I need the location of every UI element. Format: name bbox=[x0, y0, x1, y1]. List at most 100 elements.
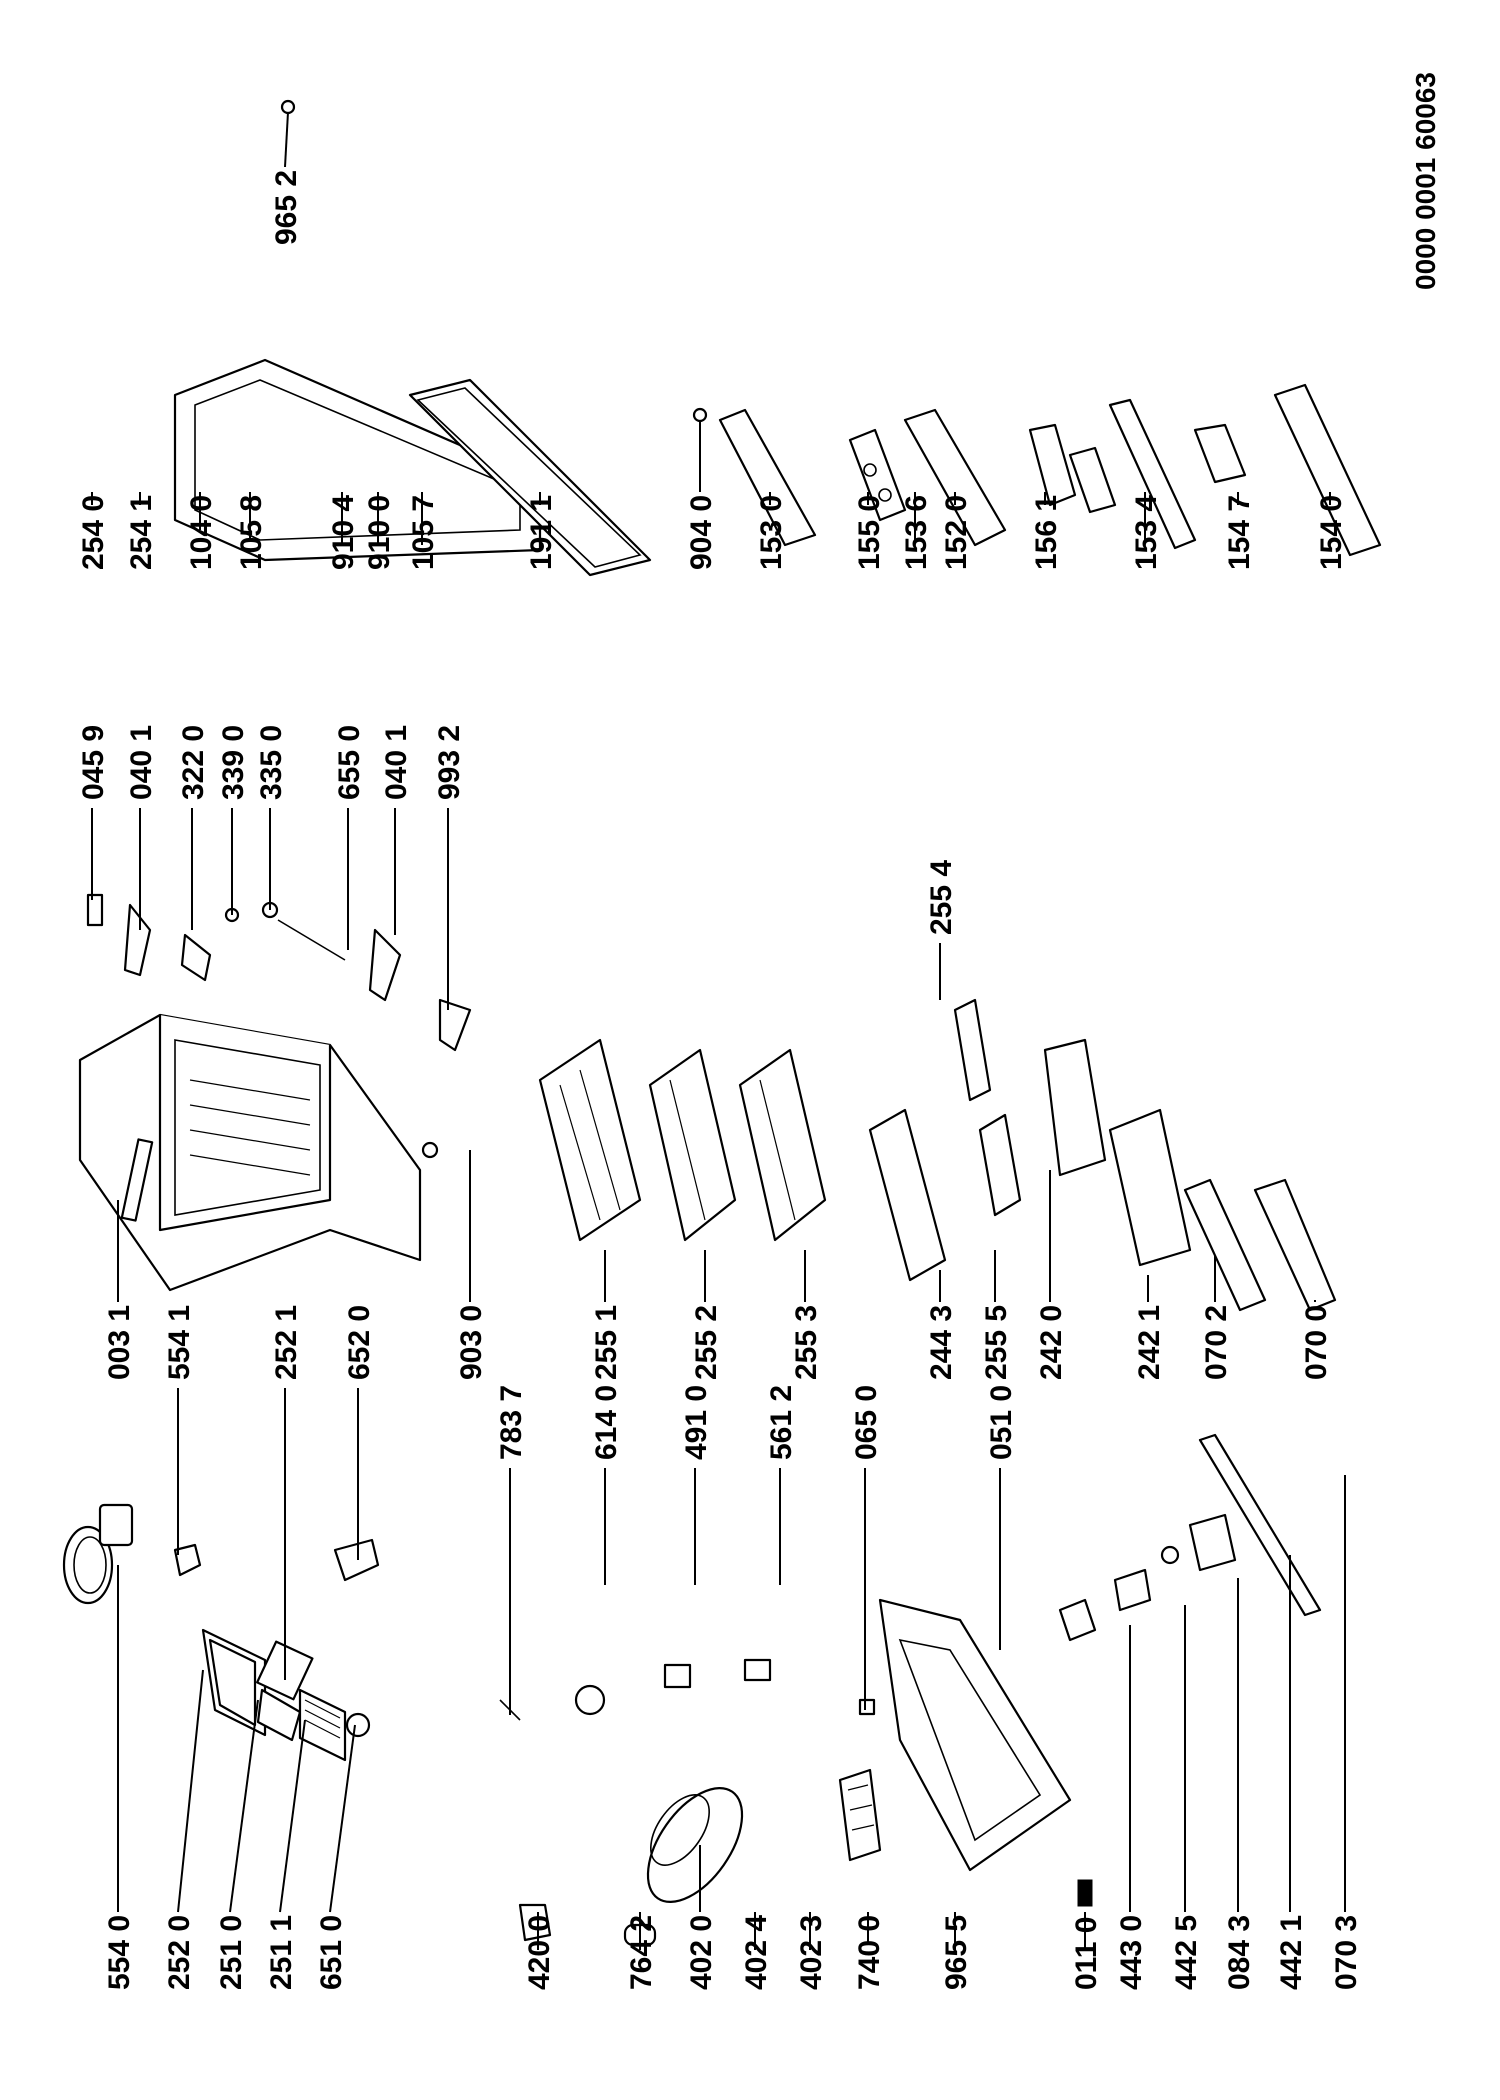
leader-line-p9652 bbox=[284, 111, 289, 168]
leader-line-p2520 bbox=[177, 1669, 204, 1913]
part-number-label-p9104: 910 4 bbox=[327, 495, 360, 570]
part-number-label-p2540: 254 0 bbox=[77, 495, 110, 570]
part-number-label-p0401b: 040 1 bbox=[380, 725, 413, 800]
part-number-label-p3390: 339 0 bbox=[217, 725, 250, 800]
shelf-parts bbox=[538, 1038, 827, 1242]
knob-part bbox=[345, 1712, 371, 1738]
part-number-label-p5541: 554 1 bbox=[163, 1305, 196, 1380]
part-number-label-p5540: 554 0 bbox=[103, 1915, 136, 1990]
part-number-label-p1550: 155 0 bbox=[853, 495, 886, 570]
part-number-label-p0650: 065 0 bbox=[850, 1385, 883, 1460]
relay-part bbox=[518, 1903, 552, 1942]
door-part bbox=[173, 358, 542, 562]
part-number-label-p0700: 070 0 bbox=[1300, 1305, 1333, 1380]
part-number-label-p1057: 105 7 bbox=[407, 495, 440, 570]
part-number-label-p2420: 242 0 bbox=[1035, 1305, 1068, 1380]
cord-clip-part bbox=[1113, 1568, 1152, 1612]
part-number-label-p1530: 153 0 bbox=[755, 495, 788, 570]
control-box-parts bbox=[201, 1628, 347, 1762]
part-number-label-p9652: 965 2 bbox=[270, 170, 303, 245]
clip-part bbox=[173, 1543, 202, 1577]
part-number-label-p3350: 335 0 bbox=[255, 725, 288, 800]
part-number-label-p2443: 244 3 bbox=[925, 1305, 958, 1380]
part-number-label-p1911: 191 1 bbox=[525, 495, 558, 570]
base-tray-part bbox=[878, 1598, 1072, 1872]
part-number-label-p4023: 402 3 bbox=[795, 1915, 828, 1990]
part-number-label-p2555: 255 5 bbox=[980, 1305, 1013, 1380]
part-number-label-p6140: 614 0 bbox=[590, 1385, 623, 1460]
part-number-label-p2554: 255 4 bbox=[925, 860, 958, 935]
leader-line-p2510 bbox=[229, 1699, 259, 1913]
part-number-label-p2421: 242 1 bbox=[1133, 1305, 1166, 1380]
part-number-label-p1534: 153 4 bbox=[1130, 495, 1163, 570]
cord-part bbox=[1058, 1598, 1097, 1642]
part-number-label-p1561: 156 1 bbox=[1030, 495, 1063, 570]
grommet-part bbox=[858, 1698, 876, 1716]
plug-part bbox=[421, 1141, 439, 1159]
fan-part bbox=[574, 1684, 606, 1716]
part-number-label-p4910: 491 0 bbox=[680, 1385, 713, 1460]
part-number-label-p2521: 252 1 bbox=[270, 1305, 303, 1380]
ring-bracket-part bbox=[62, 1503, 134, 1605]
crisper-parts bbox=[868, 998, 1337, 1312]
part-number-label-p4020: 402 0 bbox=[685, 1915, 718, 1990]
part-number-label-p7400: 740 0 bbox=[853, 1915, 886, 1990]
part-number-label-p0401a: 040 1 bbox=[125, 725, 158, 800]
part-number-label-p4425: 442 5 bbox=[1170, 1915, 1203, 1990]
part-number-label-p6510: 651 0 bbox=[315, 1915, 348, 1990]
leader-lines bbox=[91, 111, 1346, 1950]
part-number-label-p2553: 255 3 bbox=[790, 1305, 823, 1380]
washer-part bbox=[1160, 1545, 1180, 1565]
part-number-label-p0459: 045 9 bbox=[77, 725, 110, 800]
part-number-label-p2541: 254 1 bbox=[125, 495, 158, 570]
part-number-label-p0702: 070 2 bbox=[1200, 1305, 1233, 1380]
part-number-label-p4200: 420 0 bbox=[523, 1915, 556, 1990]
part-number-label-p1520: 152 0 bbox=[940, 495, 973, 570]
part-number-label-p1540: 154 0 bbox=[1315, 495, 1348, 570]
part-number-label-p2511: 251 1 bbox=[265, 1915, 298, 1990]
part-number-label-p0843: 084 3 bbox=[1223, 1915, 1256, 1990]
part-drawings bbox=[62, 99, 1382, 1947]
part-number-label-p4421: 442 1 bbox=[1275, 1915, 1308, 1990]
part-number-label-p2551: 255 1 bbox=[590, 1305, 623, 1380]
part-number-label-p7642: 764 2 bbox=[625, 1915, 658, 1990]
part-number-label-p7837: 783 7 bbox=[495, 1385, 528, 1460]
part-number-label-p1058: 105 8 bbox=[235, 495, 268, 570]
part-number-label-p0031: 003 1 bbox=[103, 1305, 136, 1380]
part-number-label-p0510: 051 0 bbox=[985, 1385, 1018, 1460]
thermostat-part bbox=[333, 1538, 380, 1582]
cabinet-part bbox=[78, 1013, 422, 1292]
part-number-label-p4430: 443 0 bbox=[1115, 1915, 1148, 1990]
part-number-label-p0110: 011 0 bbox=[1070, 1917, 1103, 1990]
part-number-label-p6550: 655 0 bbox=[333, 725, 366, 800]
screw-part bbox=[1077, 1879, 1093, 1907]
part-number-label-p1547: 154 7 bbox=[1223, 495, 1256, 570]
part-number-label-p3220: 322 0 bbox=[177, 725, 210, 800]
part-number-label-p9030: 903 0 bbox=[455, 1305, 488, 1380]
box-part bbox=[663, 1663, 692, 1689]
part-number-label-p5612: 561 2 bbox=[765, 1385, 798, 1460]
part-number-label-p0703: 070 3 bbox=[1330, 1915, 1363, 1990]
part-number-label-p9040: 904 0 bbox=[685, 495, 718, 570]
pin-part bbox=[692, 407, 708, 423]
gasket-part bbox=[408, 378, 652, 577]
part-number-label-p4024: 402 4 bbox=[740, 1915, 773, 1990]
document-code: 0000 0001 60063 bbox=[1410, 72, 1441, 290]
leader-line-p6510 bbox=[329, 1724, 356, 1913]
part-number-label-p2520: 252 0 bbox=[163, 1915, 196, 1990]
part-number-label-p9655: 965 5 bbox=[940, 1915, 973, 1990]
part-number-label-p6520: 652 0 bbox=[343, 1305, 376, 1380]
leader-line-p2511 bbox=[279, 1719, 306, 1913]
bracket-part bbox=[1188, 1513, 1237, 1572]
door-bin-parts bbox=[718, 383, 1382, 557]
part-number-label-p9932: 993 2 bbox=[433, 725, 466, 800]
part-number-label-p9100: 910 0 bbox=[363, 495, 396, 570]
switch-part bbox=[743, 1658, 772, 1682]
condenser-part bbox=[838, 1768, 882, 1862]
key-part bbox=[280, 99, 296, 115]
part-number-label-p2552: 255 2 bbox=[690, 1305, 723, 1380]
part-number-label-p1536: 153 6 bbox=[900, 495, 933, 570]
